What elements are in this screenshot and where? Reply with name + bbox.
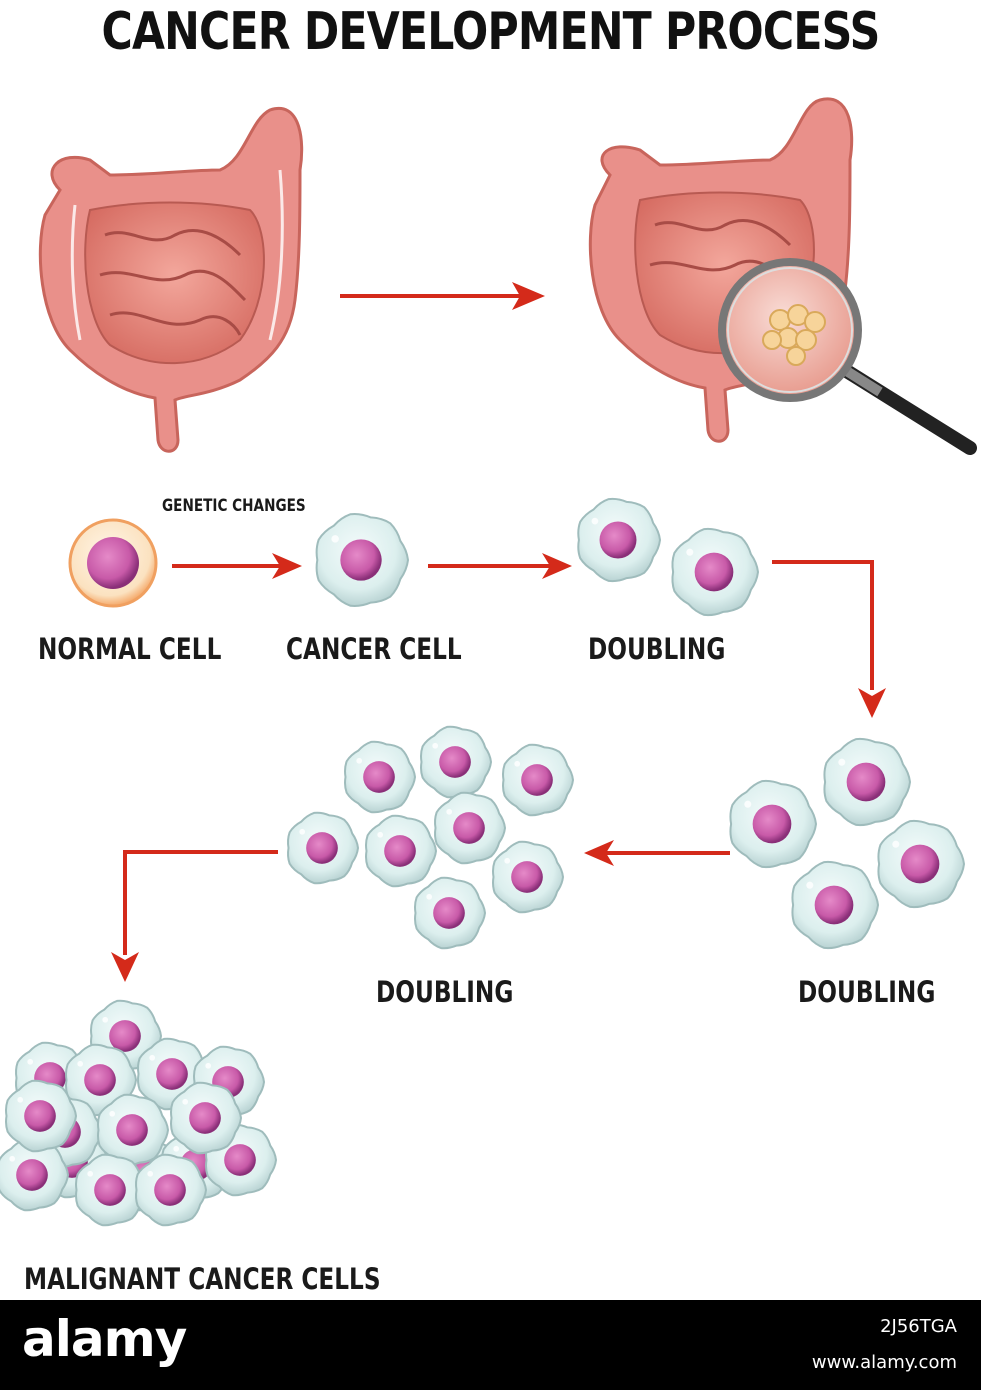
intestine-healthy-illustration <box>38 106 304 453</box>
normal-cell <box>68 518 158 608</box>
page-title: CANCER DEVELOPMENT PROCESS <box>101 2 880 62</box>
malignant-cell <box>96 1093 170 1167</box>
doubling-3-cell <box>823 737 912 827</box>
doubling-2-cell <box>413 876 487 950</box>
cancer-cell <box>315 512 410 608</box>
doubling-3-cell <box>729 779 818 869</box>
arrow-cancer-to-doubling <box>428 553 572 579</box>
doubling-2-cell <box>364 814 438 888</box>
diagram-canvas <box>0 97 977 1227</box>
malignant-cell <box>204 1123 278 1197</box>
doubling-2-cell <box>419 725 493 799</box>
label-doubling-1: DOUBLING <box>588 632 726 666</box>
tumor-cluster <box>762 304 826 366</box>
label-normal-cell: NORMAL CELL <box>38 632 222 666</box>
doubling-3-cell <box>877 819 966 909</box>
label-doubling-3: DOUBLING <box>798 975 936 1009</box>
doubling-3-cell <box>791 860 880 950</box>
malignant-cell <box>169 1081 243 1155</box>
label-doubling-2: DOUBLING <box>376 975 514 1009</box>
doubling-2-cell <box>343 740 417 814</box>
label-cancer-cell: CANCER CELL <box>286 632 462 666</box>
label-malignant-cancer-cells: MALIGNANT CANCER CELLS <box>24 1262 381 1296</box>
footer-image-id: 2J56TGA <box>880 1316 957 1337</box>
doubling-2-cell <box>501 743 575 817</box>
malignant-cell <box>74 1153 148 1227</box>
arrow-to-malignant <box>111 850 278 982</box>
arrow-doubling-left <box>584 840 730 866</box>
doubling-1-cell <box>671 527 760 617</box>
arrow-doubling-down <box>772 560 886 718</box>
arrow-normal-to-cancer <box>172 553 302 579</box>
label-genetic-changes: GENETIC CHANGES <box>162 496 306 516</box>
doubling-1-cell <box>577 497 662 583</box>
magnifying-glass-icon <box>718 258 977 455</box>
arrow-intestine <box>340 282 545 310</box>
footer-url: www.alamy.com <box>811 1352 957 1373</box>
cancer-cells-group <box>0 497 966 1227</box>
footer-logo: alamy <box>22 1310 187 1368</box>
doubling-2-cell <box>433 791 507 865</box>
doubling-2-cell <box>286 811 360 885</box>
malignant-cell <box>4 1079 78 1153</box>
malignant-cell <box>134 1153 208 1227</box>
doubling-2-cell <box>491 840 565 914</box>
footer-bar: alamy 2J56TGA www.alamy.com <box>0 1300 981 1390</box>
